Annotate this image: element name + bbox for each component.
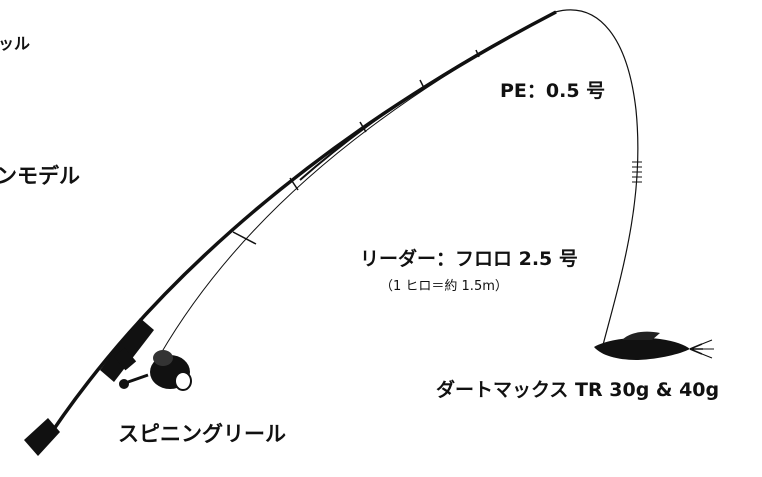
fishing-line bbox=[554, 9, 639, 346]
spinning-reel bbox=[119, 350, 192, 391]
knot-marks bbox=[632, 161, 642, 183]
rod-tip-section bbox=[299, 11, 557, 181]
label-leader-note: （1 ヒロ＝約 1.5m） bbox=[380, 279, 508, 294]
label-pe-line: PE：0.5 号 bbox=[500, 80, 606, 102]
label-lure: ダートマックス TR 30g & 40g bbox=[436, 379, 720, 401]
label-leader-line: リーダー：フロロ 2.5 号 bbox=[360, 248, 578, 270]
rod-handle bbox=[24, 418, 60, 456]
squid-jig-lure bbox=[594, 331, 714, 360]
rod-guides bbox=[232, 49, 480, 245]
label-reel: スピニングリール bbox=[118, 422, 286, 446]
rod-grip bbox=[100, 318, 154, 382]
reel-seat bbox=[113, 347, 137, 371]
line-to-reel bbox=[159, 11, 557, 356]
label-top-left: ッル bbox=[0, 34, 31, 53]
label-model: ンモデル bbox=[0, 164, 80, 188]
